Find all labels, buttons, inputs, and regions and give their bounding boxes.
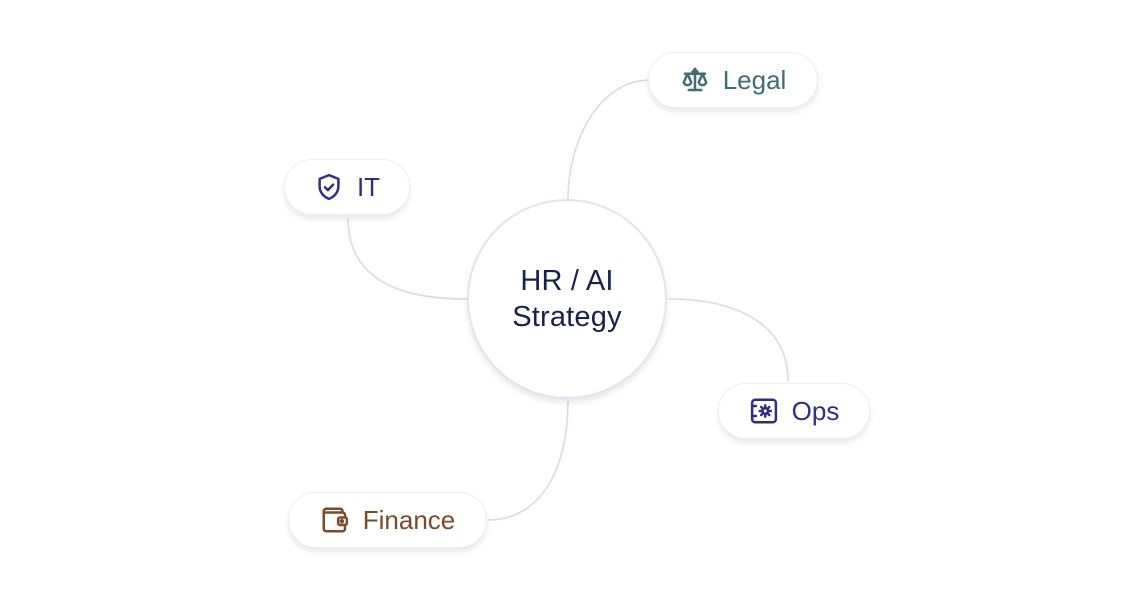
node-legal-label: Legal bbox=[722, 65, 787, 95]
shield-check-icon bbox=[314, 172, 344, 202]
node-finance[interactable]: Finance bbox=[288, 492, 487, 548]
central-topic[interactable]: HR / AI Strategy bbox=[467, 199, 667, 399]
server-gear-icon bbox=[749, 396, 779, 426]
central-topic-line-2: Strategy bbox=[512, 301, 622, 333]
node-legal[interactable]: Legal bbox=[648, 52, 818, 108]
connector-ops bbox=[668, 298, 789, 382]
connector-finance bbox=[487, 400, 569, 521]
central-topic-line-1: HR / AI bbox=[520, 265, 614, 297]
wallet-icon bbox=[320, 505, 350, 535]
node-it[interactable]: IT bbox=[284, 159, 410, 215]
node-it-label: IT bbox=[356, 172, 381, 202]
central-topic-label: HR / AI Strategy bbox=[512, 263, 622, 335]
node-finance-label: Finance bbox=[362, 505, 456, 535]
node-ops-label: Ops bbox=[791, 396, 840, 426]
connector-legal bbox=[567, 79, 651, 200]
scale-icon bbox=[680, 65, 710, 95]
connector-it bbox=[347, 217, 468, 300]
node-ops[interactable]: Ops bbox=[718, 383, 870, 439]
